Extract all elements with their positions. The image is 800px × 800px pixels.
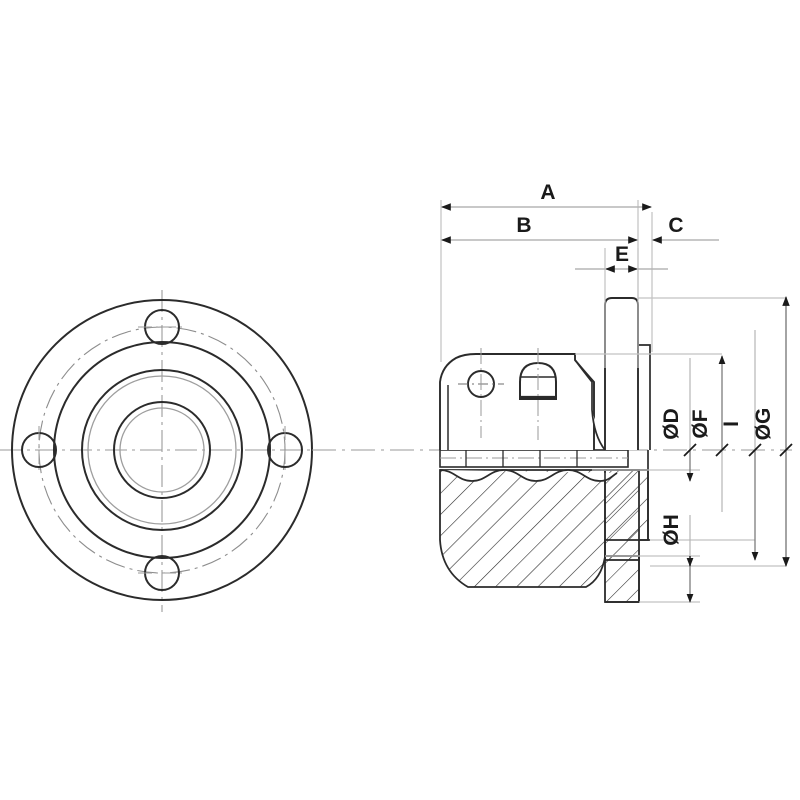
dim-label-E: E (615, 243, 629, 266)
dim-tick-OG (779, 443, 793, 457)
bore-outer-circle (113, 401, 211, 499)
flange-inner-circle (53, 341, 271, 559)
bolt-hole-top (138, 309, 186, 345)
dim-label-B: B (516, 214, 531, 237)
dim-tick-OF (715, 443, 729, 457)
bolt-hole-left (21, 426, 57, 474)
section-view-group (439, 297, 651, 603)
dim-label-OF: ØF (689, 409, 712, 438)
hub-inner-circle (87, 375, 237, 525)
hub-outer-circle (81, 369, 243, 531)
bearing-strip-band (439, 449, 629, 468)
housing-outer-profile (439, 353, 595, 450)
bolt-hole-right (267, 426, 303, 474)
bore-inner-circle (119, 407, 205, 493)
dim-label-OH: ØH (660, 514, 683, 546)
dim-label-C: C (668, 214, 683, 237)
dim-tick-OD (683, 443, 697, 457)
grease-nipple-feature (519, 348, 557, 440)
dim-tick-I (748, 443, 762, 457)
front-view-group (0, 290, 330, 612)
dim-label-OD: ØD (660, 408, 683, 440)
dim-label-A: A (540, 181, 555, 204)
break-line-wave (439, 469, 618, 482)
housing-to-flange-fillet (574, 359, 606, 451)
lubrication-hole (458, 348, 504, 438)
dim-label-OG: ØG (752, 408, 775, 441)
vertical-dimension-group: ØD ØF I ØG ØH (575, 296, 793, 603)
bolt-hole-bottom (138, 555, 186, 591)
flange-plate-upper (604, 297, 639, 450)
flange-lower-hatched (604, 469, 640, 561)
horizontal-dimension-group: A B C E (440, 181, 719, 368)
shaft-stub-section (604, 555, 640, 603)
dim-label-I: I (720, 421, 743, 427)
flange-rim-step (638, 344, 651, 450)
